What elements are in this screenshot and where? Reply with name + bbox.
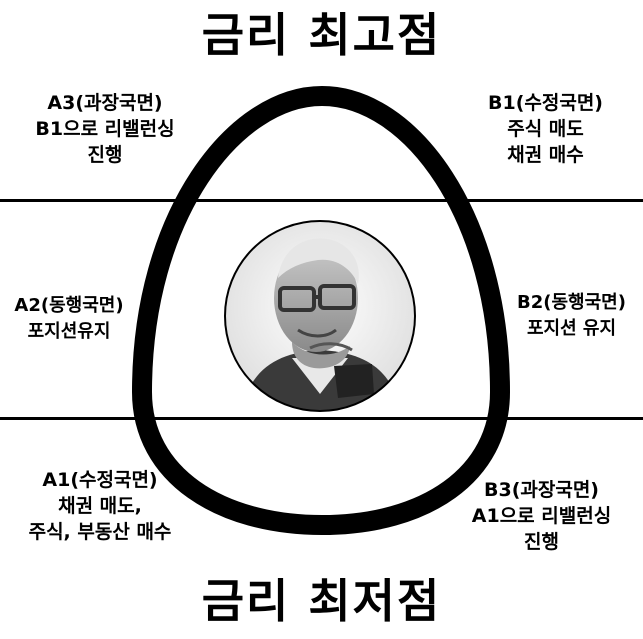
b1-line-2: 주식 매도	[507, 118, 584, 140]
a1-line-1: A1(수정국면)	[42, 469, 158, 491]
quadrant-a3-label: A3(과장국면) B1으로 리밸런싱 진행	[0, 90, 210, 168]
divider-top	[0, 199, 643, 202]
title-interest-trough: 금리 최저점	[201, 574, 442, 628]
a3-line-2: B1으로 리밸런싱	[35, 118, 175, 140]
title-interest-peak: 금리 최고점	[201, 8, 442, 62]
b1-line-1: B1(수정국면)	[488, 92, 603, 114]
portrait-icon	[224, 220, 416, 412]
a2-line-2: 포지션유지	[27, 321, 111, 342]
b3-line-1: B3(과장국면)	[484, 479, 599, 501]
b1-line-3: 채권 매수	[507, 144, 584, 166]
quadrant-b1-label: B1(수정국면) 주식 매도 채권 매수	[448, 90, 643, 168]
quadrant-b3-label: B3(과장국면) A1으로 리밸런싱 진행	[440, 477, 643, 555]
egg-outline	[131, 85, 511, 536]
b3-line-3: 진행	[524, 531, 559, 553]
divider-bottom	[0, 417, 643, 420]
a3-line-1: A3(과장국면)	[47, 92, 163, 114]
a1-line-3: 주식, 부동산 매수	[28, 521, 172, 543]
a3-line-3: 진행	[87, 144, 123, 166]
quadrant-a1-label: A1(수정국면) 채권 매도, 주식, 부동산 매수	[0, 467, 200, 545]
quadrant-a2-label: A2(동행국면) 포지션유지	[0, 293, 138, 345]
portrait-frame	[224, 220, 416, 412]
b2-line-1: B2(동행국면)	[517, 292, 626, 313]
b3-line-2: A1으로 리밸런싱	[471, 505, 612, 527]
b2-line-2: 포지션 유지	[526, 318, 617, 339]
a2-line-1: A2(동행국면)	[14, 295, 124, 316]
quadrant-b2-label: B2(동행국면) 포지션 유지	[500, 290, 643, 342]
a1-line-2: 채권 매도,	[58, 495, 142, 517]
